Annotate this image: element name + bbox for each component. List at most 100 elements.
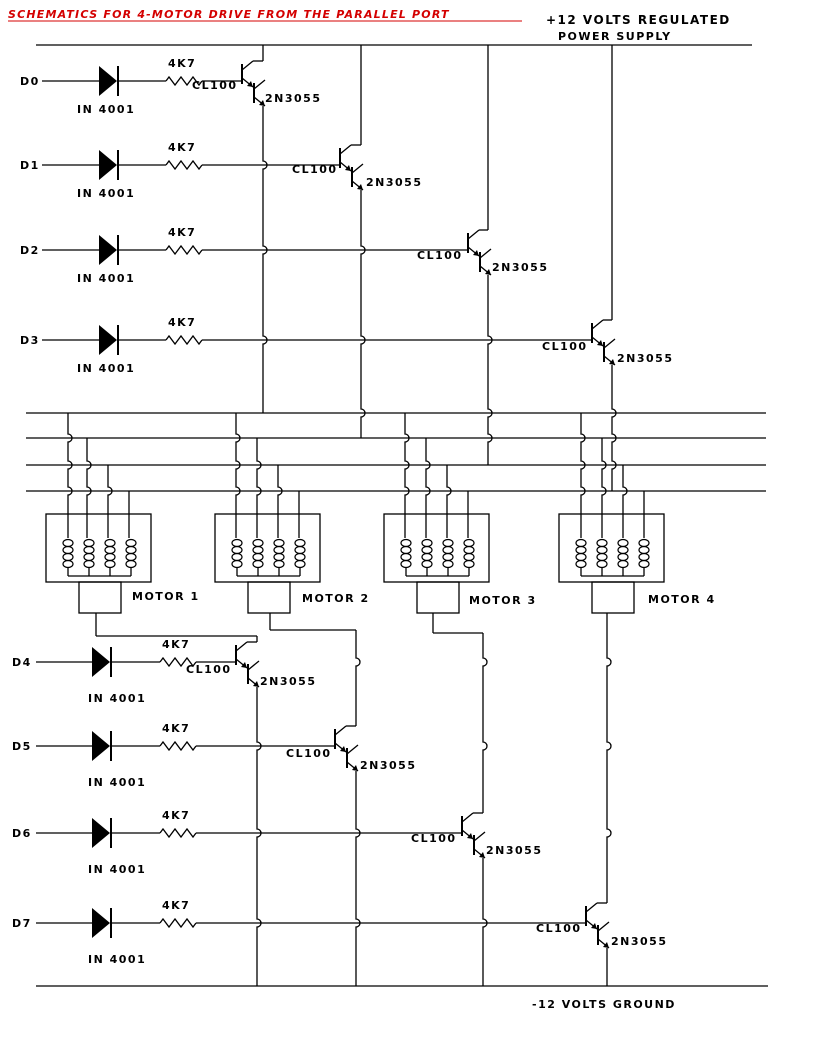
coil-loop	[442, 559, 454, 569]
transistor-collector	[597, 921, 610, 932]
coil-loop	[273, 559, 285, 569]
motor-coil	[125, 538, 137, 569]
transistor-collector	[479, 248, 492, 259]
coil-loop	[252, 538, 264, 548]
transistor-collector	[346, 744, 359, 755]
coil-loop	[252, 559, 264, 569]
coil-tap-lead	[107, 465, 113, 538]
driver-transistor	[467, 229, 480, 257]
motor-3: MOTOR 3	[383, 513, 537, 614]
resistor-symbol	[159, 917, 197, 929]
driver-label: CL100	[417, 249, 463, 262]
coil-loop	[273, 545, 285, 555]
power-transistor	[603, 338, 616, 366]
coil-loop	[638, 538, 650, 548]
coil-loop	[83, 552, 95, 562]
coil-tap-lead	[277, 465, 283, 538]
power-transistor-label: 2N3055	[492, 261, 548, 274]
driver-label: CL100	[542, 340, 588, 353]
transistor-collector	[461, 812, 474, 823]
transistor-arrow	[467, 833, 473, 839]
return-column	[606, 613, 612, 903]
driver-label: CL100	[286, 747, 332, 760]
coil-tap-lead	[86, 438, 92, 538]
transistor-collector	[591, 319, 604, 330]
channel-label: D5	[12, 740, 32, 753]
motor-terminal-box	[78, 581, 122, 614]
diode-symbol	[99, 66, 117, 96]
resistor-label: 4K7	[168, 316, 196, 329]
power-transistor	[253, 79, 266, 107]
motor-coil	[421, 538, 433, 569]
driver-transistor	[591, 319, 604, 347]
collector-to-bus	[360, 190, 366, 438]
coil-loop	[273, 538, 285, 548]
coil-loop	[617, 538, 629, 548]
coil-loop	[62, 545, 74, 555]
coil-tap-lead	[622, 465, 628, 538]
driver-transistor	[585, 902, 598, 930]
coil-loop	[400, 538, 412, 548]
coil-tap-lead	[404, 413, 410, 538]
coil-loop	[617, 559, 629, 569]
driver-transistor	[461, 812, 474, 840]
supply-label-line1: +12 VOLTS REGULATED	[546, 13, 731, 27]
power-transistor	[597, 921, 610, 949]
power-transistor	[473, 831, 486, 859]
coil-loop	[442, 538, 454, 548]
coil-tap-lead	[601, 438, 607, 538]
emitter-to-ground	[355, 771, 361, 986]
coil-loop	[104, 538, 116, 548]
resistor-label: 4K7	[162, 722, 190, 735]
coil-loop	[83, 545, 95, 555]
coil-loop	[442, 545, 454, 555]
coil-loop	[400, 545, 412, 555]
coil-loop	[125, 545, 137, 555]
diode-label: IN 4001	[88, 692, 146, 705]
motor-coil	[617, 538, 629, 569]
diode-label: IN 4001	[88, 776, 146, 789]
resistor-symbol	[165, 75, 203, 87]
diode-label: IN 4001	[77, 187, 135, 200]
coil-loop	[463, 538, 475, 548]
coil-loop	[596, 552, 608, 562]
coil-loop	[638, 559, 650, 569]
coil-loop	[62, 538, 74, 548]
coil-tap-lead	[235, 413, 241, 538]
driver-label: CL100	[536, 922, 582, 935]
coil-loop	[575, 559, 587, 569]
coil-loop	[231, 538, 243, 548]
resistor-label: 4K7	[162, 899, 190, 912]
collector-to-bus	[487, 275, 493, 465]
coil-tap-lead	[425, 438, 431, 538]
coil-loop	[617, 545, 629, 555]
coil-loop	[83, 538, 95, 548]
power-transistor-label: 2N3055	[265, 92, 321, 105]
power-transistor-label: 2N3055	[366, 176, 422, 189]
coil-loop	[575, 545, 587, 555]
motor-coil	[62, 538, 74, 569]
transistor-arrow	[485, 269, 491, 275]
resistor-label: 4K7	[162, 809, 190, 822]
power-transistor	[351, 163, 364, 191]
coil-loop	[421, 552, 433, 562]
motor-label: MOTOR 3	[469, 594, 537, 607]
motor-label: MOTOR 4	[648, 593, 716, 606]
coil-loop	[638, 552, 650, 562]
motor-coil	[231, 538, 243, 569]
transistor-arrow	[241, 662, 247, 668]
schematic-title: SCHEMATICS FOR 4-MOTOR DRIVE FROM THE PA…	[8, 8, 450, 21]
resistor-symbol	[159, 827, 197, 839]
transistor-arrow	[357, 184, 363, 190]
resistor-label: 4K7	[168, 226, 196, 239]
transistor-collector	[253, 79, 266, 90]
diode-symbol	[99, 150, 117, 180]
motor-coil	[596, 538, 608, 569]
ground-label: -12 VOLTS GROUND	[532, 998, 676, 1011]
